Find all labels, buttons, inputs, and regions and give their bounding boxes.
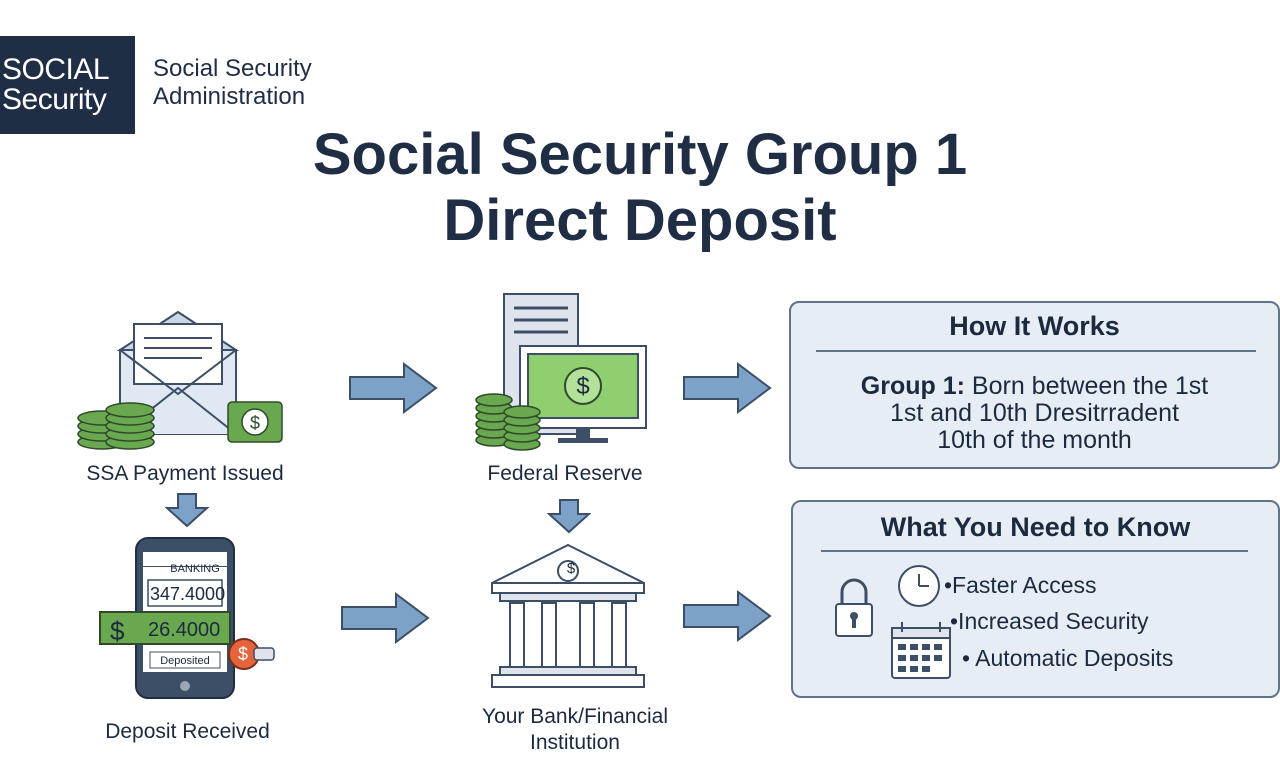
need-item-faster: •Faster Access xyxy=(944,572,1097,598)
how-line3: 10th of the month xyxy=(937,426,1132,454)
envelope-money-icon: $ xyxy=(77,310,283,450)
dollar-sign-3: $ xyxy=(110,616,125,646)
how-line1-text: Born between the 1st xyxy=(964,372,1209,400)
phone-header: BANKING xyxy=(170,563,220,575)
logo-line2: Security xyxy=(2,83,107,116)
title-line1: Social Security Group 1 xyxy=(312,122,968,187)
security-icons xyxy=(835,565,951,679)
bank-building-icon xyxy=(491,543,645,688)
agency-line1: Social Security xyxy=(153,55,312,82)
logo-line1: SOCIAL xyxy=(2,53,110,86)
step-reserve: Federal Reserve xyxy=(487,462,643,485)
step-issued: SSA Payment Issued xyxy=(86,462,284,485)
how-it-works-heading: How It Works xyxy=(949,311,1120,341)
arrow-right-icon xyxy=(349,362,438,414)
bank-line2: Institution xyxy=(530,731,620,754)
dollar-sign-1: $ xyxy=(250,413,260,433)
how-it-works-panel: How It Works Group 1: Born between the 1… xyxy=(789,301,1280,469)
how-line1: Group 1: Born between the 1st xyxy=(791,373,1278,400)
agency-line2: Administration xyxy=(153,83,306,110)
phone-deposit-amount: 26.4000 xyxy=(148,619,221,641)
need-to-know-heading: What You Need to Know xyxy=(880,512,1191,542)
dollar-sign-5: $ xyxy=(566,560,576,577)
bank-line1: Your Bank/Financial xyxy=(481,705,668,728)
page-title: Social Security Group 1 Direct Deposit xyxy=(0,122,1280,254)
ssa-logo: SOCIAL Security xyxy=(0,36,135,134)
how-it-works-body: Group 1: Born between the 1st 1st and 10… xyxy=(791,373,1278,454)
need-item-automatic: • Automatic Deposits xyxy=(962,645,1174,671)
dollar-sign-4: $ xyxy=(238,644,249,664)
arrow-down-icon xyxy=(165,493,209,528)
arrow-down-icon xyxy=(547,499,591,534)
agency-name: Social Security Administration xyxy=(153,55,312,111)
federal-reserve-server-icon: $ xyxy=(475,293,647,451)
phone-balance: 347.4000 xyxy=(150,584,226,604)
need-to-know-panel: What You Need to Know xyxy=(791,500,1280,698)
dollar-sign-2: $ xyxy=(576,373,589,400)
title-line2: Direct Deposit xyxy=(443,188,837,253)
step-bank: Your Bank/Financial Institution xyxy=(440,704,710,756)
arrow-right-icon xyxy=(341,592,430,644)
arrow-right-icon xyxy=(683,590,772,642)
arrow-right-icon xyxy=(683,362,772,414)
how-line2: 1st and 10th Dresitrradent xyxy=(889,399,1180,427)
step-received: Deposit Received xyxy=(105,720,270,743)
group-label: Group 1: xyxy=(860,372,965,400)
panel-divider xyxy=(816,350,1256,352)
need-item-security: •Increased Security xyxy=(950,608,1149,634)
phone-footer: Deposited xyxy=(160,655,210,667)
smartphone-icon xyxy=(99,537,275,699)
panel-divider xyxy=(821,550,1248,552)
